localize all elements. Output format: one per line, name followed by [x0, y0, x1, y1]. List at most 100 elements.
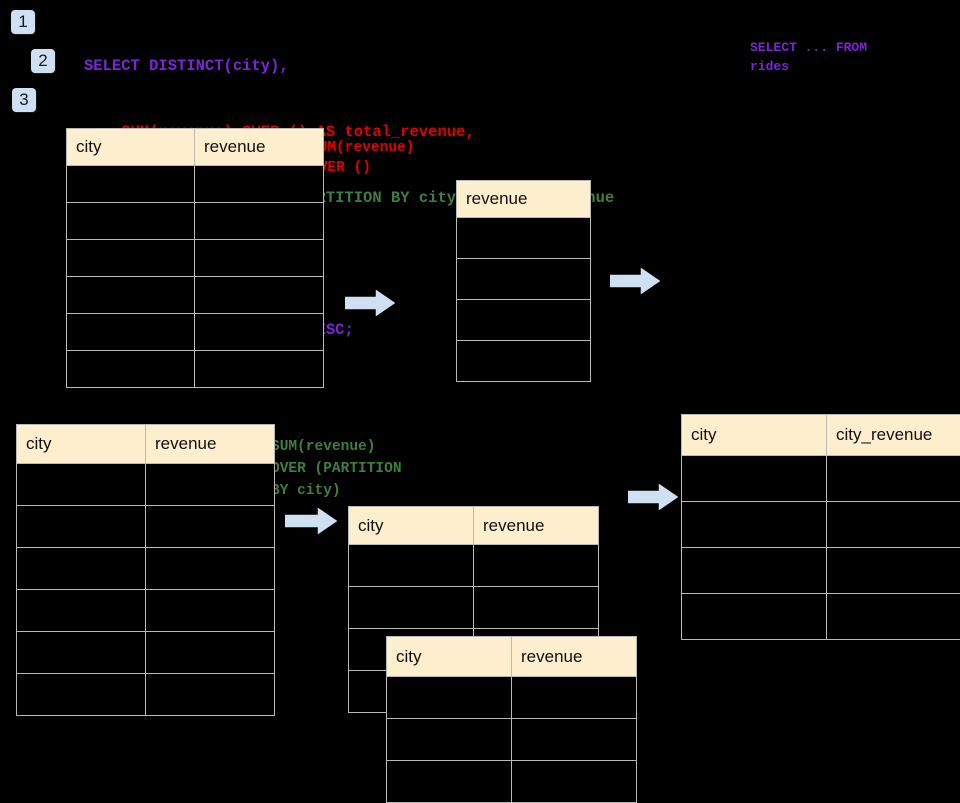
cell-revenue — [146, 548, 275, 590]
cell-revenue — [195, 351, 324, 388]
cell-revenue — [195, 277, 324, 314]
table-row — [17, 548, 275, 590]
cell-city-revenue — [827, 594, 960, 640]
cell-revenue — [195, 314, 324, 351]
cell-revenue — [146, 674, 275, 716]
column-header-city: city — [17, 425, 146, 464]
table-row — [67, 314, 324, 351]
cell-revenue — [474, 545, 599, 587]
column-header-revenue: revenue — [146, 425, 275, 464]
table-row — [682, 502, 960, 548]
step-badge-3: 3 — [12, 88, 36, 112]
cell-city — [17, 464, 146, 506]
cell-city — [17, 674, 146, 716]
annotation-sum-over: SUM(revenue) OVER () — [310, 138, 414, 178]
cell-city — [387, 677, 512, 719]
cell-city — [17, 590, 146, 632]
table-row — [17, 674, 275, 716]
cell-city — [682, 594, 827, 640]
table-total-revenue: revenue — [456, 180, 591, 382]
table-row — [349, 545, 599, 587]
cell-revenue — [457, 259, 591, 300]
cell-revenue — [512, 761, 637, 803]
arrow-right-icon — [610, 268, 660, 299]
table-row — [17, 506, 275, 548]
column-header-revenue: revenue — [195, 129, 324, 166]
step-badge-2: 2 — [31, 49, 55, 73]
table-rides-bottom: city revenue — [16, 424, 275, 716]
table-header-row: revenue — [457, 181, 591, 218]
cell-revenue — [146, 632, 275, 674]
cell-city — [682, 502, 827, 548]
table-header-row: city revenue — [387, 637, 637, 677]
cell-city — [17, 548, 146, 590]
cell-revenue — [512, 719, 637, 761]
cell-city-revenue — [827, 502, 960, 548]
column-header-city-revenue: city_revenue — [827, 415, 960, 456]
cell-revenue — [195, 166, 324, 203]
column-header-city: city — [387, 637, 512, 677]
cell-city — [682, 548, 827, 594]
table-header-row: city revenue — [17, 425, 275, 464]
annotation-sum-partition: SUM(revenue) OVER (PARTITION BY city) — [271, 436, 402, 502]
column-header-revenue: revenue — [474, 507, 599, 545]
column-header-city: city — [349, 507, 474, 545]
cell-city-revenue — [827, 548, 960, 594]
cell-city — [67, 277, 195, 314]
table-rides-top: city revenue — [66, 128, 324, 388]
cell-city — [67, 314, 195, 351]
cell-revenue — [146, 506, 275, 548]
step-badge-1: 1 — [11, 10, 35, 34]
cell-city — [387, 761, 512, 803]
table-row — [17, 632, 275, 674]
table-row — [349, 587, 599, 629]
column-header-revenue: revenue — [512, 637, 637, 677]
table-row — [682, 548, 960, 594]
table-row — [67, 166, 324, 203]
cell-revenue — [512, 677, 637, 719]
table-row — [457, 259, 591, 300]
table-row — [387, 677, 637, 719]
table-row — [682, 594, 960, 640]
table-row — [67, 351, 324, 388]
cell-revenue — [457, 218, 591, 259]
cell-revenue — [195, 203, 324, 240]
cell-revenue — [474, 587, 599, 629]
table-row — [67, 203, 324, 240]
table-result: city city_revenue — [681, 414, 960, 640]
cell-city — [67, 351, 195, 388]
cell-city — [67, 166, 195, 203]
table-header-row: city revenue — [67, 129, 324, 166]
table-row — [682, 456, 960, 502]
column-header-revenue: revenue — [457, 181, 591, 218]
table-row — [67, 277, 324, 314]
column-header-city: city — [67, 129, 195, 166]
arrow-right-icon — [285, 508, 337, 539]
table-row — [387, 761, 637, 803]
arrow-right-icon — [345, 290, 395, 321]
sql-line-select: SELECT DISTINCT(city), — [84, 55, 614, 77]
diagram-canvas: 1 2 3 SELECT DISTINCT(city), SUM(revenue… — [0, 0, 960, 720]
table-row — [17, 590, 275, 632]
cell-revenue — [457, 300, 591, 341]
cell-city — [349, 587, 474, 629]
cell-city — [67, 203, 195, 240]
table-row — [457, 341, 591, 382]
cell-revenue — [146, 590, 275, 632]
cell-revenue — [195, 240, 324, 277]
cell-city — [349, 545, 474, 587]
column-header-city: city — [682, 415, 827, 456]
table-row — [457, 300, 591, 341]
table-row — [457, 218, 591, 259]
cell-revenue — [146, 464, 275, 506]
annotation-select-from: SELECT ... FROM rides — [750, 38, 867, 76]
cell-city — [17, 506, 146, 548]
cell-city — [387, 719, 512, 761]
cell-city — [682, 456, 827, 502]
cell-revenue — [457, 341, 591, 382]
cell-city-revenue — [827, 456, 960, 502]
table-row — [387, 719, 637, 761]
table-header-row: city city_revenue — [682, 415, 960, 456]
table-row — [67, 240, 324, 277]
arrow-right-icon — [628, 484, 678, 515]
